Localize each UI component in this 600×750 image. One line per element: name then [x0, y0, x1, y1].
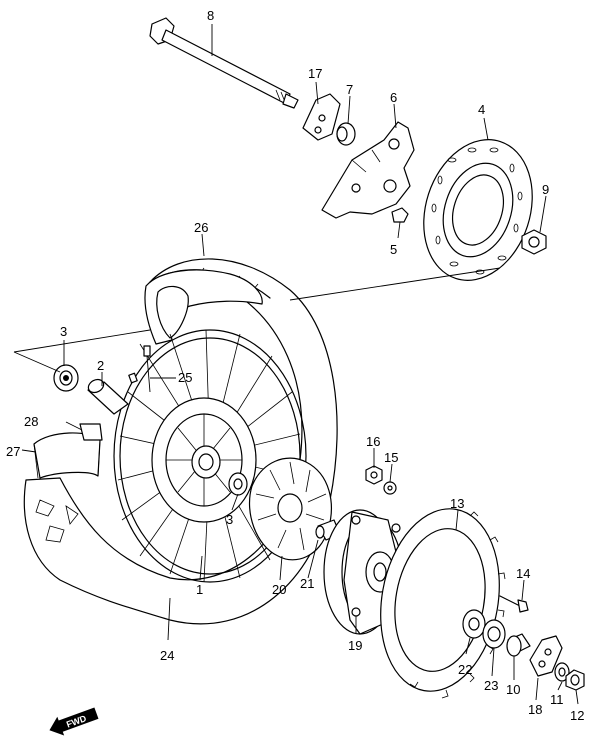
drum-oil-seal — [482, 619, 506, 649]
leader-lines — [21, 24, 579, 705]
chain-adjuster-left — [302, 93, 341, 141]
rear-axle — [149, 17, 299, 109]
axle-spacer — [336, 122, 356, 146]
callout-15: 15 — [384, 450, 398, 465]
callout-3-lower: 3 — [226, 512, 233, 527]
caliper-bracket — [321, 121, 415, 219]
hub-bearing-left — [53, 364, 79, 392]
axle-nut — [565, 669, 585, 691]
callout-20: 20 — [272, 582, 286, 597]
callout-18: 18 — [528, 702, 542, 717]
callout-14: 14 — [516, 566, 530, 581]
callout-22: 22 — [458, 662, 472, 677]
assembly-axis-lines — [13, 267, 501, 373]
callout-6: 6 — [390, 90, 397, 105]
rim-band — [79, 423, 103, 441]
spoke-set — [128, 345, 151, 393]
sprocket-nut — [365, 465, 383, 485]
part-callouts: 8 17 7 6 4 9 5 26 3 2 25 28 27 16 15 13 … — [6, 8, 584, 723]
forward-arrow-icon — [49, 707, 99, 736]
rear-hub — [151, 397, 257, 523]
callout-12: 12 — [570, 708, 584, 723]
callout-3-upper: 3 — [60, 324, 67, 339]
callout-17: 17 — [308, 66, 322, 81]
sprocket-bolt — [499, 595, 529, 613]
callout-16: 16 — [366, 434, 380, 449]
tire-tread-section — [144, 269, 263, 345]
callout-28: 28 — [24, 414, 38, 429]
callout-7: 7 — [346, 82, 353, 97]
callout-13: 13 — [450, 496, 464, 511]
rear-brake-disc — [423, 139, 533, 281]
chain-adjuster-right — [529, 635, 563, 677]
callout-27: 27 — [6, 444, 20, 459]
cush-drive-damper — [248, 457, 332, 561]
callout-9: 9 — [542, 182, 549, 197]
callout-19: 19 — [348, 638, 362, 653]
callout-4: 4 — [478, 102, 485, 117]
rear-sprocket — [380, 508, 506, 699]
callout-8: 8 — [207, 8, 214, 23]
sprocket-washer — [383, 481, 397, 495]
callout-10: 10 — [506, 682, 520, 697]
hub-spacer — [87, 378, 129, 415]
callout-1: 1 — [196, 582, 203, 597]
disc-nut — [521, 229, 547, 255]
callout-5: 5 — [390, 242, 397, 257]
callout-21: 21 — [300, 576, 314, 591]
callout-26: 26 — [194, 220, 208, 235]
tire-cutaway — [33, 432, 101, 479]
drum-bearing — [462, 609, 486, 639]
forward-label: FWD — [65, 713, 88, 730]
hub-bearing-right — [228, 472, 248, 496]
callout-11: 11 — [550, 692, 564, 707]
callout-24: 24 — [160, 648, 174, 663]
caliper-bolt — [391, 207, 409, 239]
forward-direction-badge: FWD — [49, 707, 99, 736]
callout-23: 23 — [484, 678, 498, 693]
callout-25: 25 — [178, 370, 192, 385]
drum-spacer — [506, 633, 531, 657]
callout-2: 2 — [97, 358, 104, 373]
